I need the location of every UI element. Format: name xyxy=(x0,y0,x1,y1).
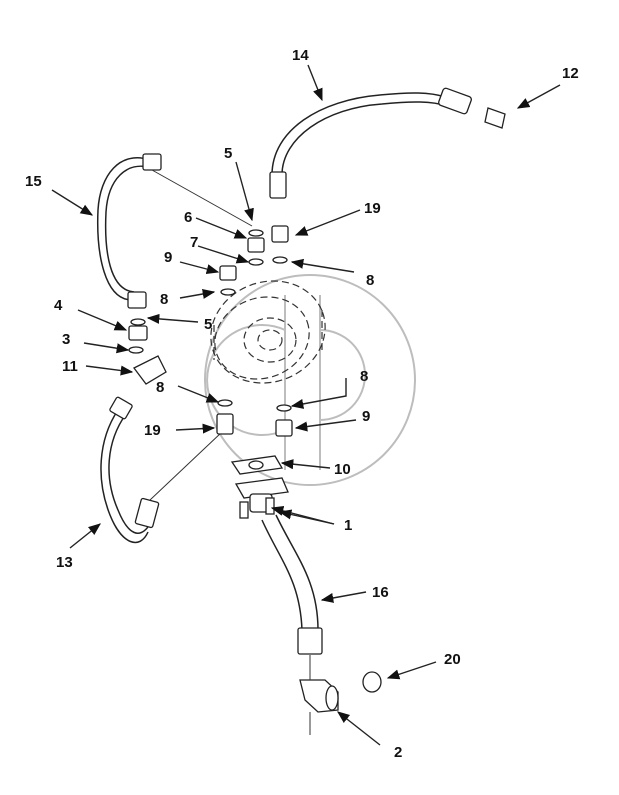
flange-and-bolts-1 xyxy=(234,477,289,519)
callout-14: 14 xyxy=(292,47,309,64)
callout-16: 16 xyxy=(372,584,389,601)
callout-5-left: 5 xyxy=(204,316,212,333)
leader-arrows xyxy=(51,64,561,746)
callout-12: 12 xyxy=(562,65,579,82)
callout-4: 4 xyxy=(54,297,63,314)
callout-10: 10 xyxy=(334,461,351,478)
callout-8-lower-right: 8 xyxy=(360,368,368,385)
hose-13 xyxy=(100,396,223,544)
callout-2: 2 xyxy=(394,744,402,761)
hose-14 xyxy=(269,87,506,199)
callout-19-lower: 19 xyxy=(144,422,161,439)
callout-15: 15 xyxy=(25,173,42,190)
turbocharger xyxy=(210,280,326,384)
callout-1: 1 xyxy=(344,517,352,534)
hose-15 xyxy=(96,153,253,309)
watermark-logo xyxy=(204,274,416,486)
callout-8-lower-left: 8 xyxy=(156,379,164,396)
o-ring-20 xyxy=(362,671,382,693)
hose-16 xyxy=(261,514,323,655)
fittings-upper xyxy=(219,225,289,296)
fittings-left xyxy=(128,318,167,385)
callout-13: 13 xyxy=(56,554,73,571)
callout-11: 11 xyxy=(62,358,78,375)
callout-labels: 14 12 15 5 6 7 19 9 8 8 4 5 3 11 8 8 9 1… xyxy=(25,47,579,761)
callout-7: 7 xyxy=(190,234,198,251)
callout-9-upper: 9 xyxy=(164,249,172,266)
callout-8-upper-left: 8 xyxy=(160,291,168,308)
callout-3: 3 xyxy=(62,331,70,348)
gasket-10 xyxy=(230,455,284,475)
callout-9-lower: 9 xyxy=(362,408,370,425)
callout-6: 6 xyxy=(184,209,192,226)
elbow-fitting-2 xyxy=(299,655,339,735)
callout-20: 20 xyxy=(444,651,461,668)
callout-19-upper: 19 xyxy=(364,200,381,217)
callout-8-right: 8 xyxy=(366,272,374,289)
fittings-lower xyxy=(216,399,293,437)
callout-5-upper: 5 xyxy=(224,145,232,162)
